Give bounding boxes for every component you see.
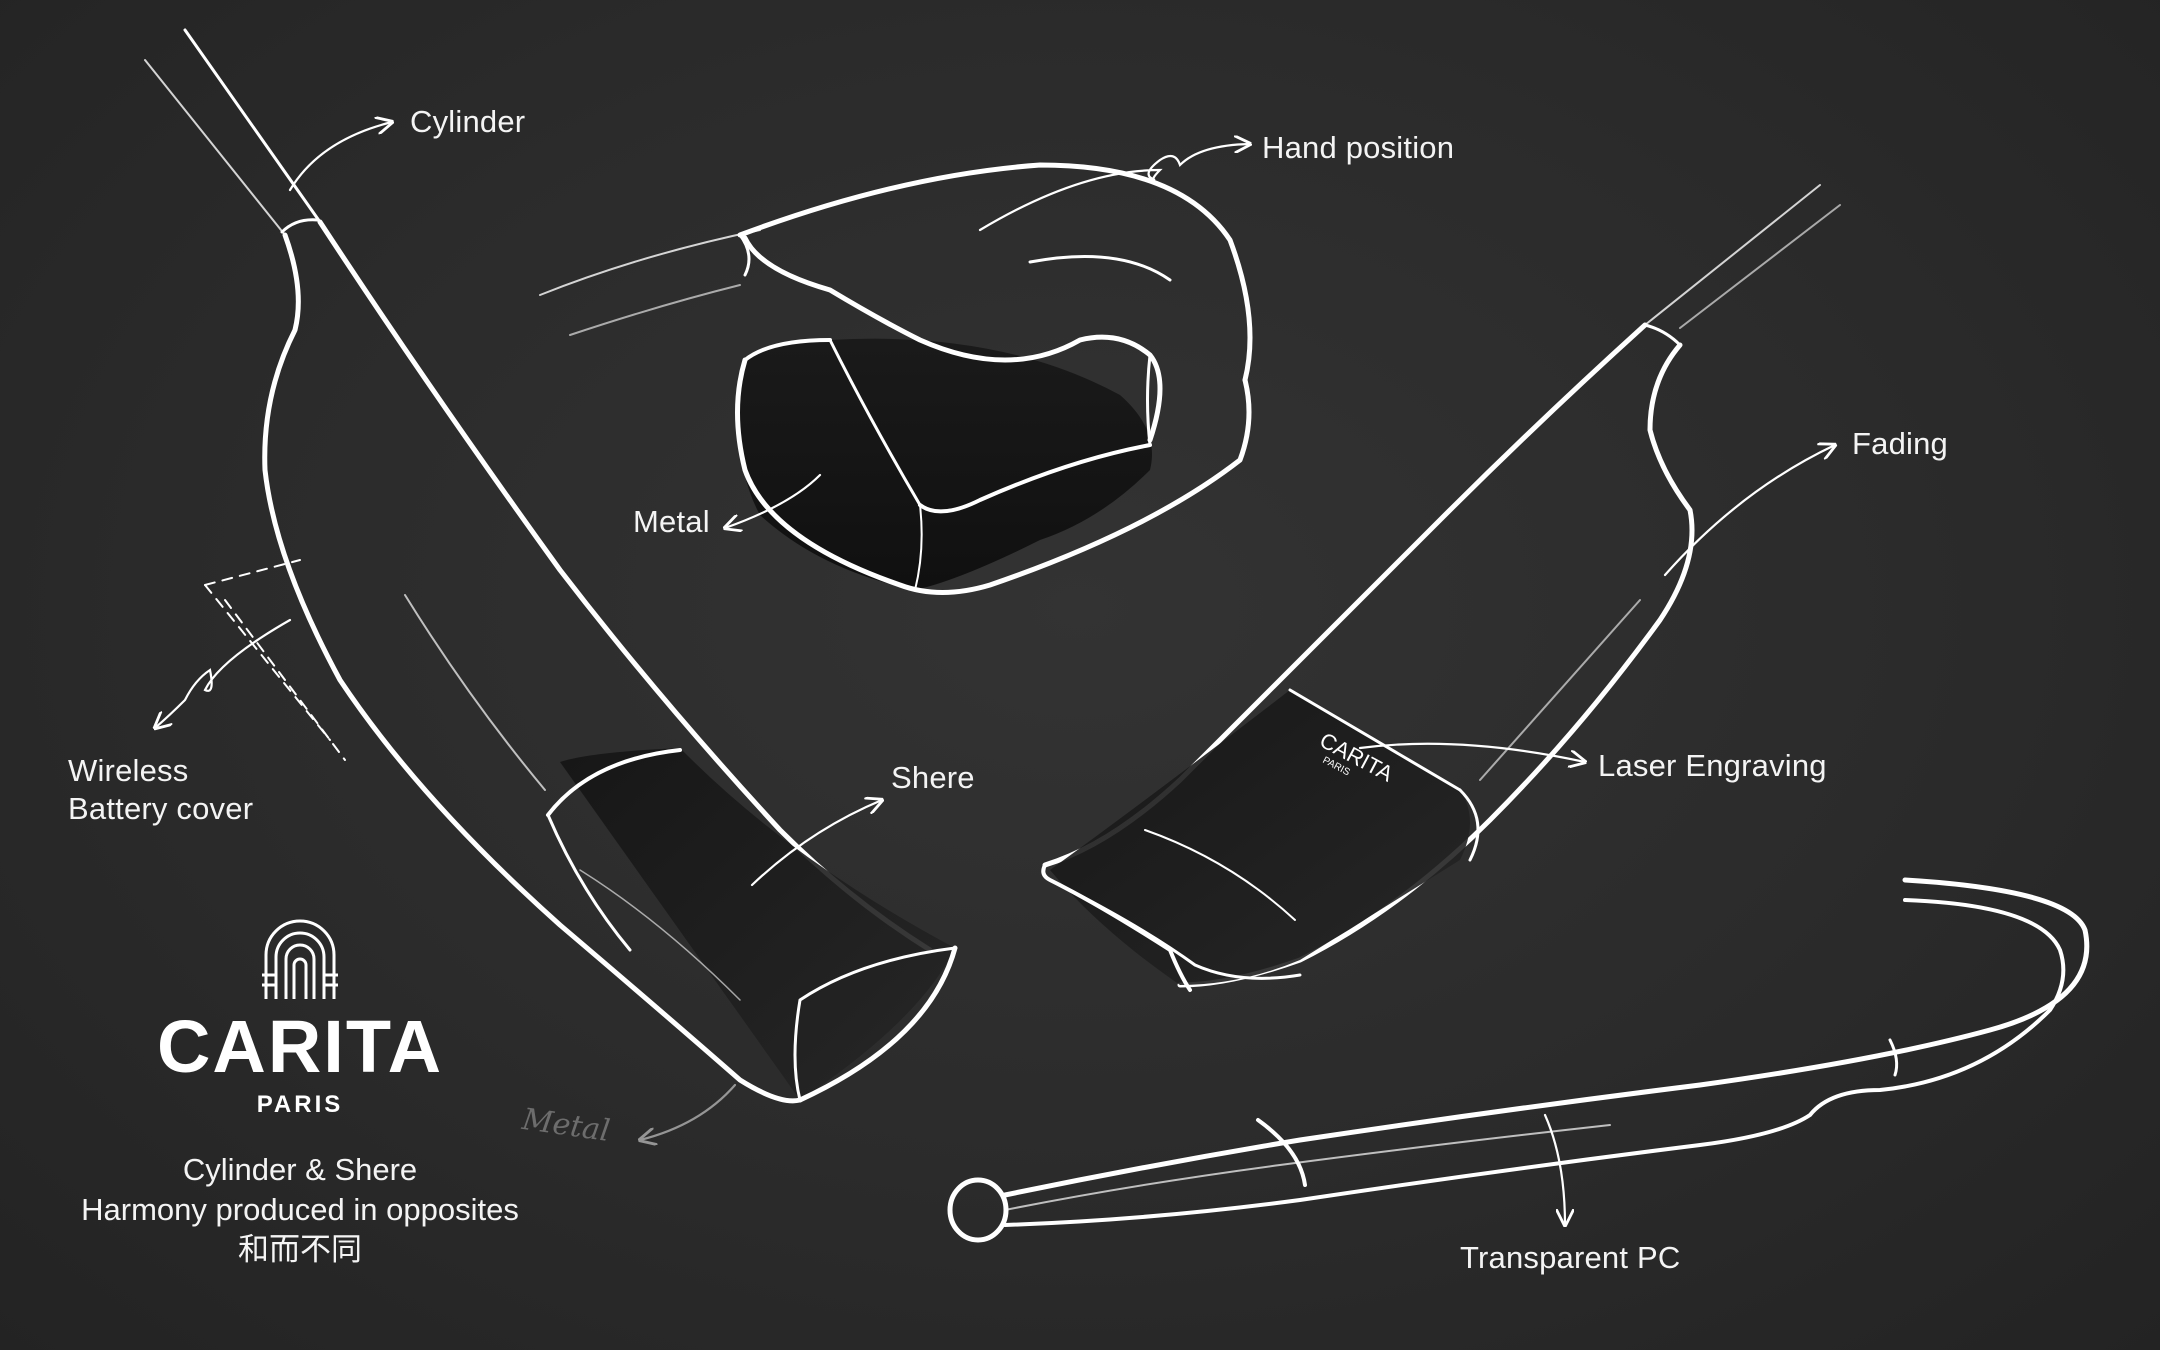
brand-city: PARIS xyxy=(256,1091,344,1118)
brand-name: CARITA xyxy=(156,1005,444,1088)
label-fading: Fading xyxy=(1852,426,1948,461)
laser-engraving-arrow xyxy=(1358,742,1585,762)
hand-position-arrow xyxy=(978,144,1250,232)
label-shere: Shere xyxy=(891,760,975,795)
annotation-arrows xyxy=(155,122,1835,1225)
label-cylinder: Cylinder xyxy=(410,104,526,139)
right-device-sketch: CARITA PARIS xyxy=(1041,184,1841,992)
transparent-pc-arrow xyxy=(1543,1113,1565,1225)
tagline-line3: 和而不同 xyxy=(238,1232,362,1267)
wireless-arrow xyxy=(155,618,292,728)
tagline-line1: Cylinder & Shere xyxy=(182,1152,418,1187)
label-hand-position: Hand position xyxy=(1262,130,1455,165)
cylinder-arrow xyxy=(288,122,392,192)
metal-arrow xyxy=(725,473,822,528)
top-device-sketch xyxy=(539,162,1253,595)
metal-bottom-arrow xyxy=(640,1083,737,1140)
label-wireless-line2: Battery cover xyxy=(68,791,254,826)
left-device-sketch xyxy=(144,28,958,1104)
tagline-line2: Harmony produced in opposites xyxy=(81,1192,519,1227)
label-transparent-pc: Transparent PC xyxy=(1460,1240,1681,1275)
label-wireless-line1: Wireless xyxy=(68,753,189,788)
label-wireless-battery-cover: Wireless Battery cover xyxy=(68,752,328,828)
arch-logo-icon xyxy=(262,919,338,999)
bottom-device-sketch xyxy=(947,877,2090,1243)
label-metal: Metal xyxy=(633,504,710,539)
shere-arrow xyxy=(750,800,882,887)
fading-arrow xyxy=(1663,445,1835,577)
tagline-block: Cylinder & Shere Harmony produced in opp… xyxy=(40,1150,560,1270)
label-laser-engraving: Laser Engraving xyxy=(1598,748,1827,783)
brand-block: CARITA PARIS xyxy=(130,915,470,1119)
